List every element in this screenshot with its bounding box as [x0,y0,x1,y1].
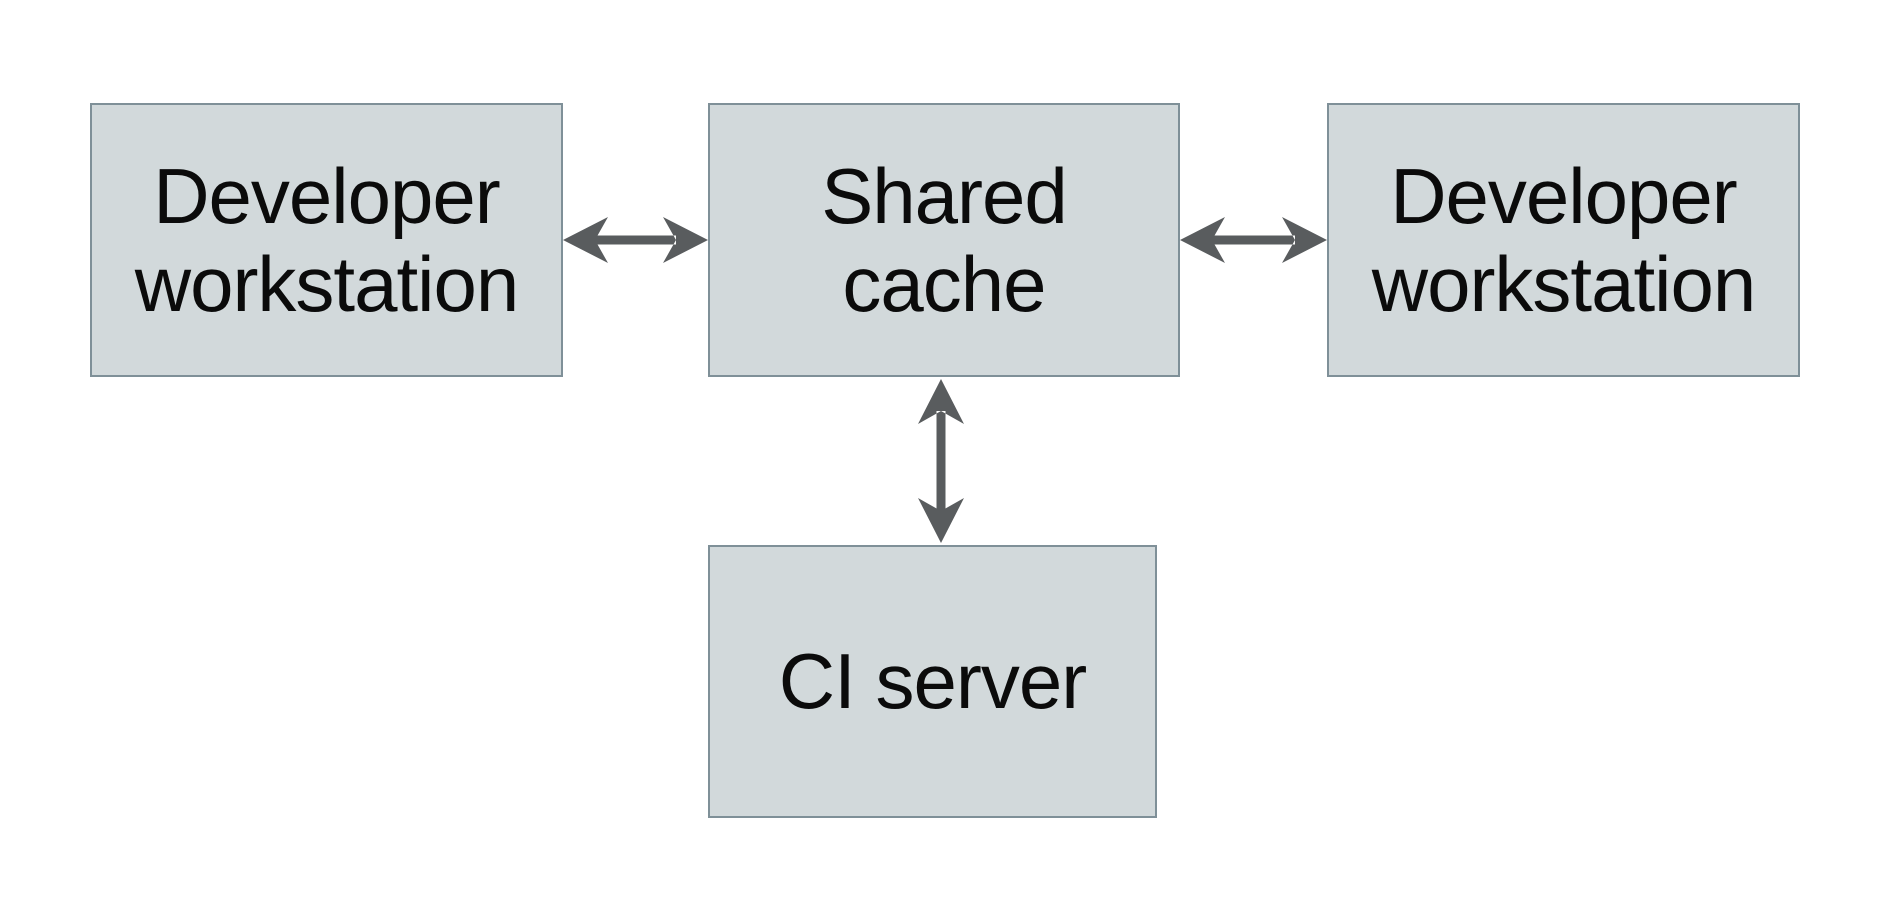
bidirectional-arrow-sharedcache-ciserver [918,379,964,543]
node-shared-cache: Shared cache [708,103,1180,377]
node-developer-workstation-left: Developer workstation [90,103,563,377]
node-label: Developer workstation [134,151,520,328]
node-label: Shared cache [821,151,1068,328]
node-developer-workstation-right: Developer workstation [1327,103,1800,377]
bidirectional-arrow-devleft-sharedcache [563,217,708,263]
node-label: CI server [778,637,1087,726]
node-label: Developer workstation [1371,151,1757,328]
bidirectional-arrow-sharedcache-devright [1180,217,1327,263]
node-ci-server: CI server [708,545,1157,818]
